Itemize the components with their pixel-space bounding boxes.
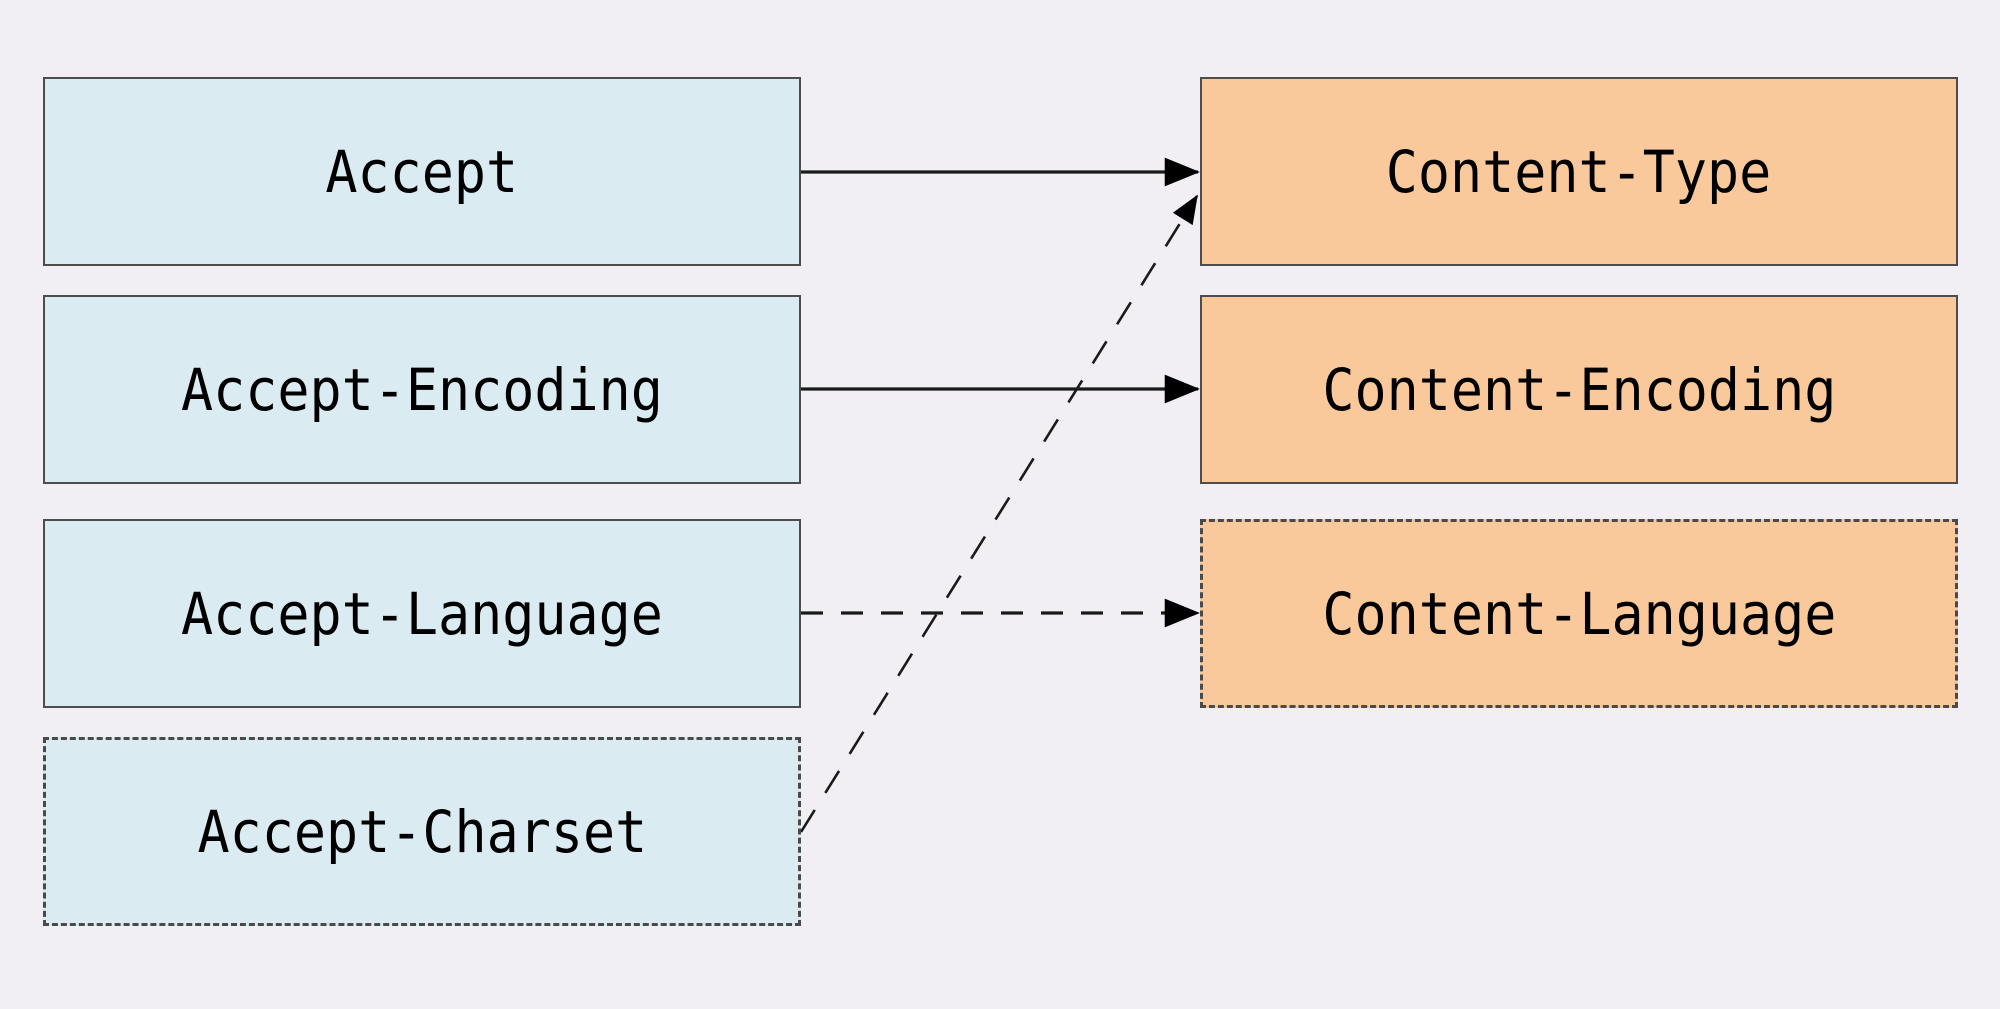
edge-line — [799, 194, 1199, 833]
node-accept-encoding[interactable]: Accept-Encoding — [43, 295, 801, 484]
node-content-type-label: Content-Type — [1386, 137, 1772, 206]
node-content-type[interactable]: Content-Type — [1200, 77, 1958, 266]
node-accept-language[interactable]: Accept-Language — [43, 519, 801, 708]
node-accept-charset[interactable]: Accept-Charset — [43, 737, 801, 926]
node-accept-label: Accept — [325, 137, 519, 206]
node-accept-encoding-label: Accept-Encoding — [181, 355, 663, 424]
node-content-language-label: Content-Language — [1321, 579, 1836, 648]
node-accept-language-label: Accept-Language — [181, 579, 663, 648]
edge-accept-charset-to-content-type — [799, 194, 1199, 833]
node-content-encoding-label: Content-Encoding — [1321, 355, 1836, 424]
node-accept-charset-label: Accept-Charset — [197, 797, 647, 866]
node-accept[interactable]: Accept — [43, 77, 801, 266]
node-content-encoding[interactable]: Content-Encoding — [1200, 295, 1958, 484]
node-content-language[interactable]: Content-Language — [1200, 519, 1958, 708]
